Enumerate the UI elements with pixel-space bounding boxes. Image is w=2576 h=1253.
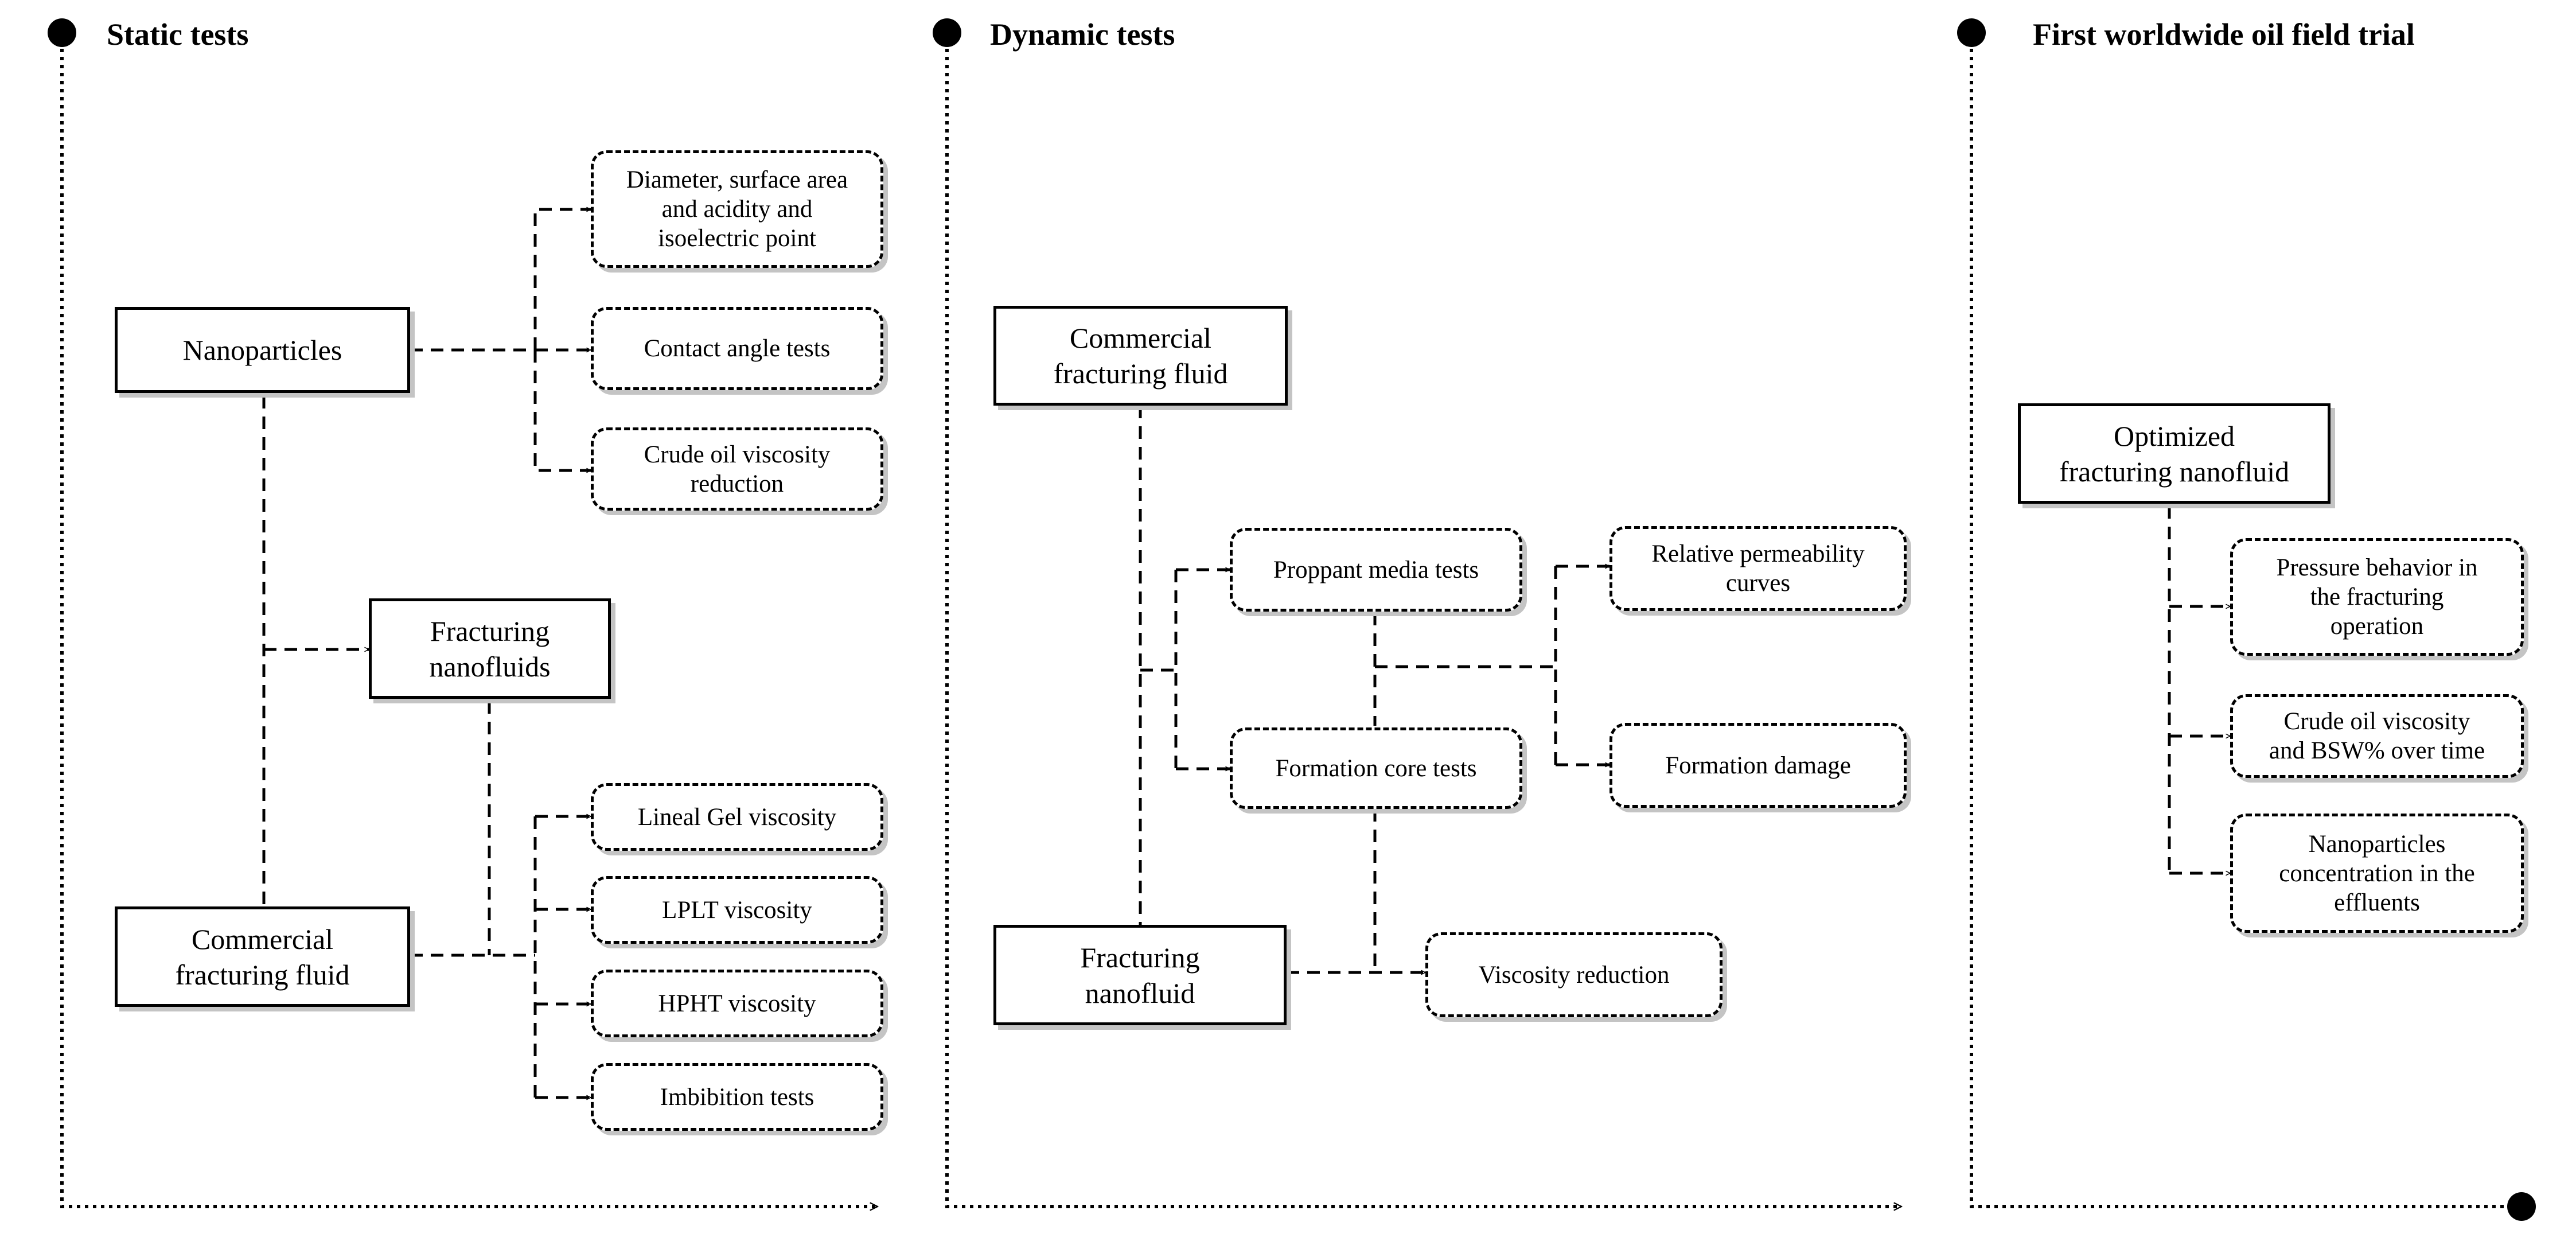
relative-permeability-label: Relative permeability curves (1651, 540, 1865, 597)
imbibition-tests-box: Imbibition tests (591, 1063, 883, 1131)
connectors (262, 209, 2230, 1098)
proppant-media-tests-box: Proppant media tests (1230, 528, 1522, 612)
lineal-gel-viscosity-label: Lineal Gel viscosity (637, 803, 837, 831)
connector-to-diameter (533, 209, 591, 350)
static-timeline-axis (60, 33, 878, 1207)
contact-angle-label: Contact angle tests (644, 335, 831, 362)
field-timeline-end-dot (2507, 1192, 2536, 1221)
dynamic-timeline-axis (945, 33, 1901, 1207)
nanoparticles-concentration-label: Nanoparticles concentration in the efflu… (2279, 830, 2475, 916)
formation-core-tests-label: Formation core tests (1275, 754, 1477, 782)
connector-to-crude-viscosity (533, 350, 591, 470)
field-trial-title: First worldwide oil field trial (2033, 17, 2415, 52)
static-tests-title: Static tests (107, 17, 249, 52)
lplt-viscosity-box: LPLT viscosity (591, 876, 883, 944)
nanoparticles-box: Nanoparticles (115, 307, 410, 393)
optimized-nanofluid-label: Optimized fracturing nanofluid (2059, 419, 2290, 488)
fracturing-nanofluids-label: Fracturing nanofluids (429, 614, 551, 683)
dynamic-commercial-fluid-label: Commercial fracturing fluid (1053, 322, 1228, 390)
crude-oil-bsw-label: Crude oil viscosity and BSW% over time (2269, 708, 2485, 764)
nanoparticles-label: Nanoparticles (182, 334, 342, 366)
contact-angle-box: Contact angle tests (591, 307, 883, 390)
dynamic-fracturing-nanofluid-label: Fracturing nanofluid (1080, 941, 1200, 1009)
timeline-markers (48, 18, 2536, 1221)
crude-oil-bsw-box: Crude oil viscosity and BSW% over time (2230, 694, 2524, 778)
fracturing-nanofluids-box: Fracturing nanofluids (369, 598, 611, 699)
proppant-media-tests-label: Proppant media tests (1273, 556, 1479, 583)
field-timeline-axis (1970, 33, 2522, 1208)
timeline-axes (60, 33, 2522, 1208)
pressure-behavior-box: Pressure behavior in the fracturing oper… (2230, 538, 2524, 656)
pressure-behavior-label: Pressure behavior in the fracturing oper… (2276, 554, 2478, 640)
commercial-fracturing-fluid-box: Commercial fracturing fluid (115, 906, 410, 1007)
commercial-fracturing-fluid-label: Commercial fracturing fluid (175, 923, 350, 991)
lplt-viscosity-label: LPLT viscosity (662, 896, 812, 924)
viscosity-reduction-box: Viscosity reduction (1425, 932, 1722, 1017)
dynamic-fracturing-nanofluid-box: Fracturing nanofluid (993, 925, 1287, 1025)
hpht-viscosity-label: HPHT viscosity (658, 990, 816, 1017)
dynamic-commercial-fluid-box: Commercial fracturing fluid (993, 306, 1288, 406)
dynamic-tests-title: Dynamic tests (990, 17, 1175, 52)
imbibition-tests-label: Imbibition tests (660, 1083, 815, 1111)
diameter-surface-area-label: Diameter, surface area and acidity and i… (626, 166, 848, 252)
crude-oil-viscosity-box: Crude oil viscosity reduction (591, 427, 883, 511)
hpht-viscosity-box: HPHT viscosity (591, 970, 883, 1037)
viscosity-reduction-label: Viscosity reduction (1478, 961, 1670, 989)
crude-oil-viscosity-label: Crude oil viscosity reduction (644, 441, 831, 497)
diameter-surface-area-box: Diameter, surface area and acidity and i… (591, 150, 883, 268)
formation-damage-label: Formation damage (1665, 752, 1851, 779)
lineal-gel-viscosity-box: Lineal Gel viscosity (591, 783, 883, 851)
relative-permeability-box: Relative permeability curves (1609, 526, 1907, 611)
formation-damage-box: Formation damage (1609, 723, 1907, 808)
nanoparticles-concentration-box: Nanoparticles concentration in the efflu… (2230, 814, 2524, 933)
formation-core-tests-box: Formation core tests (1230, 727, 1522, 809)
optimized-nanofluid-box: Optimized fracturing nanofluid (2018, 403, 2331, 504)
